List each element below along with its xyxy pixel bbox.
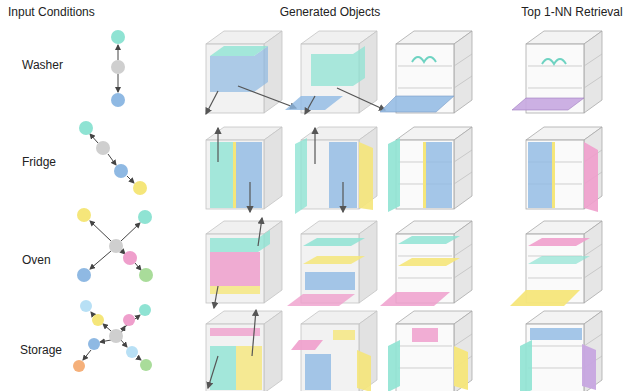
- column-heading: Generated Objects: [280, 5, 381, 19]
- column-heading: Top 1-NN Retrieval: [521, 5, 622, 19]
- row-label: Storage: [20, 343, 62, 357]
- row-label: Fridge: [22, 155, 56, 169]
- column-heading: Input Conditions: [8, 5, 95, 19]
- row-label: Washer: [22, 58, 63, 72]
- row-label: Oven: [22, 253, 51, 267]
